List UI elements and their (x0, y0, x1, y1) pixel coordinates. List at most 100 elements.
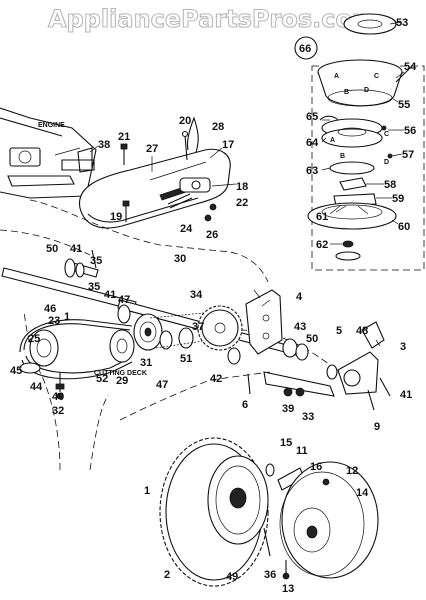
watermark: AppliancePartsPros.com (48, 5, 377, 33)
starter-letters: A B C D A B C D (330, 73, 389, 166)
sprocket-37 (197, 305, 243, 351)
callout-14: 14 (356, 487, 369, 499)
cutting-deck-label: CUTTING DECK (94, 370, 147, 377)
letter-c-top: C (374, 73, 379, 80)
callout-66: 66 (299, 43, 311, 55)
callout-47a: 47 (118, 294, 130, 306)
callout-56: 56 (404, 125, 416, 137)
bolt-21 (120, 143, 128, 165)
callout-33: 33 (302, 411, 314, 423)
rear-wheel-1 (159, 437, 269, 587)
bolt-9 (367, 389, 375, 411)
screw-56-57 (381, 125, 393, 159)
belt-cover (78, 148, 231, 229)
callout-28: 28 (212, 121, 224, 133)
callout-1-wheel: 1 (144, 485, 150, 497)
callout-19: 19 (110, 211, 122, 223)
callout-47b: 47 (156, 379, 168, 391)
letter-d-top: D (364, 87, 369, 94)
nut-62 (335, 240, 361, 261)
nut-33-39 (283, 387, 305, 397)
nut-26 (204, 214, 212, 222)
lever-3 (337, 321, 385, 395)
callout-18: 18 (236, 181, 248, 193)
callout-35b: 35 (88, 281, 100, 293)
nut-22 (209, 203, 217, 211)
washer-42 (227, 347, 241, 365)
bolt-40-32 (55, 372, 65, 400)
engine-label: ENGINE (38, 122, 65, 129)
callout-63: 63 (306, 165, 318, 177)
letter-d-mid: D (384, 159, 389, 166)
engine-housing (0, 107, 97, 199)
starter-cup-53 (343, 13, 397, 35)
callout-15: 15 (280, 437, 292, 449)
callout-34: 34 (190, 289, 203, 301)
callout-37: 37 (192, 321, 204, 333)
callout-55: 55 (398, 99, 410, 111)
flywheel-60 (307, 202, 397, 230)
callout-11: 11 (296, 445, 308, 457)
bracket-4 (245, 289, 283, 355)
callout-21: 21 (118, 131, 130, 143)
callout-45: 45 (10, 365, 22, 377)
callout-65: 65 (306, 111, 318, 123)
callout-9: 9 (374, 421, 380, 433)
callout-25: 25 (28, 333, 40, 345)
callout-20: 20 (179, 115, 191, 127)
starter-housing-55 (317, 59, 403, 107)
screw-13 (282, 560, 290, 580)
callout-1: 1 (64, 311, 70, 323)
spring-plate-63 (329, 161, 375, 175)
callout-5: 5 (336, 325, 342, 337)
callout-59: 59 (392, 193, 404, 205)
washer-48 (326, 364, 338, 380)
callout-39: 39 (282, 403, 294, 415)
arm-5 (263, 371, 335, 397)
callout-64: 64 (306, 137, 319, 149)
callout-50a: 50 (46, 243, 58, 255)
callout-41b: 41 (104, 289, 116, 301)
callout-42: 42 (210, 373, 222, 385)
callout-66-circle (294, 36, 318, 60)
callout-61: 61 (316, 211, 328, 223)
callout-48: 48 (356, 325, 368, 337)
leader-lines (89, 21, 405, 347)
callout-51: 51 (180, 353, 192, 365)
callout-23: 23 (48, 315, 60, 327)
blade-adapter-45 (19, 362, 41, 374)
callout-12: 12 (346, 465, 358, 477)
callout-44: 44 (30, 381, 43, 393)
bolt-19 (122, 200, 130, 222)
pulley-hub-50 (64, 258, 85, 278)
callout-62: 62 (316, 239, 328, 251)
letter-a-top: A (334, 73, 339, 80)
clip-65 (319, 115, 339, 121)
callout-26: 26 (206, 229, 218, 241)
callout-2: 2 (164, 569, 170, 581)
letter-b-top: B (344, 89, 349, 96)
callout-58: 58 (384, 179, 396, 191)
spring-pin-54 (395, 65, 413, 83)
letter-a-mid: A (330, 137, 335, 144)
idler-pulley-29 (109, 329, 135, 363)
letter-b-mid: B (340, 153, 345, 160)
pin-36 (263, 527, 271, 557)
callout-4: 4 (296, 291, 303, 303)
spring-24 (167, 193, 193, 209)
callout-27: 27 (146, 143, 158, 155)
bolt-41 (379, 377, 391, 397)
callout-3: 3 (400, 341, 406, 353)
bracket-38 (77, 147, 93, 173)
drive-pulley-31 (133, 313, 163, 351)
callout-54: 54 (404, 61, 417, 73)
callout-46: 46 (44, 303, 56, 315)
callout-22: 22 (236, 197, 248, 209)
callout-60: 60 (398, 221, 410, 233)
callout-36: 36 (264, 569, 276, 581)
bearing-43 (282, 338, 309, 361)
callout-24: 24 (180, 223, 193, 235)
dog-58 (339, 177, 367, 191)
callout-numbers: 53 66 54 55 65 56 64 57 63 58 59 61 60 6… (10, 17, 417, 595)
callout-29: 29 (116, 375, 128, 387)
